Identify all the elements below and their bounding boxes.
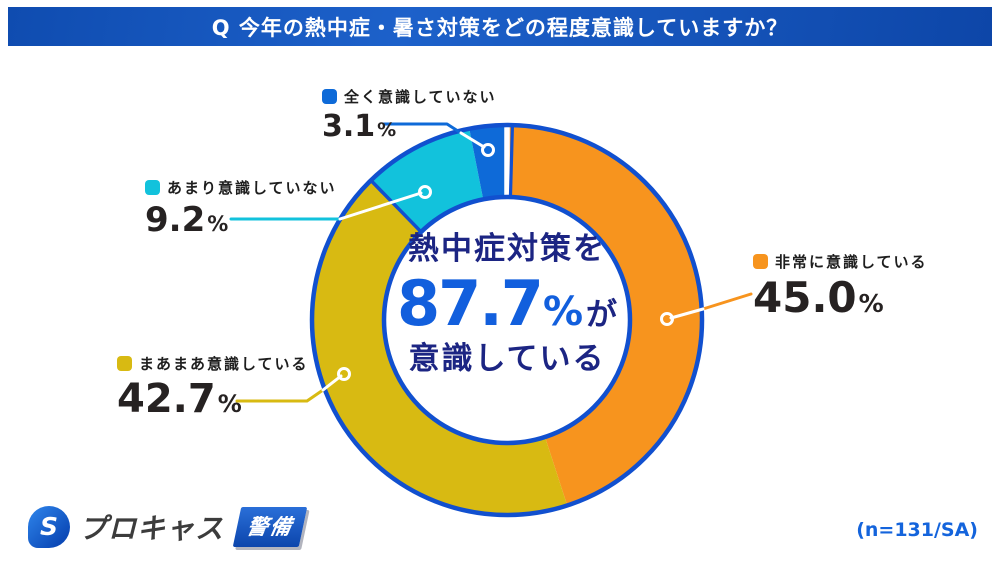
headline-line3: 意識している bbox=[408, 341, 606, 377]
sample-size-note: (n=131/SA) bbox=[856, 519, 978, 541]
headline-line1: 熱中症対策を bbox=[408, 231, 606, 267]
callout-label: 非常に意識している bbox=[775, 253, 928, 271]
question-title: Q 今年の熱中症・暑さ対策をどの程度意識していますか？ bbox=[211, 15, 789, 40]
brand-logo: S プロキャス 警備 bbox=[28, 504, 308, 550]
callout-label: あまり意識していない bbox=[167, 179, 337, 197]
callout-label: 全く意識していない bbox=[344, 88, 497, 106]
callout-label: まあまあ意識している bbox=[139, 355, 309, 373]
logo-brand-name: プロキャス bbox=[79, 512, 225, 545]
headline-line2: 87.7 % が bbox=[347, 273, 667, 335]
callout-value: 9.2% bbox=[145, 200, 229, 240]
callout-value: 45.0% bbox=[753, 273, 884, 322]
callout-value: 3.1% bbox=[322, 109, 397, 144]
headline-percent-sign: % bbox=[542, 289, 584, 335]
legend-swatch-yellow bbox=[117, 356, 132, 371]
legend-swatch-orange bbox=[753, 254, 768, 269]
callout-somewhat-aware: まあまあ意識している 42.7% bbox=[117, 353, 309, 419]
legend-swatch-blue bbox=[322, 89, 337, 104]
logo-badge: 警備 bbox=[232, 507, 308, 547]
callout-not-aware: 全く意識していない 3.1% bbox=[322, 86, 497, 142]
logo-bubble-icon: S bbox=[28, 506, 70, 548]
legend-swatch-cyan bbox=[145, 180, 160, 195]
callout-value: 42.7% bbox=[117, 376, 242, 422]
headline-percentage: 87.7 bbox=[396, 267, 544, 340]
donut-center-headline: 熱中症対策を 87.7 % が 意識している bbox=[347, 234, 667, 375]
callout-not-very-aware: あまり意識していない 9.2% bbox=[145, 177, 337, 237]
headline-suffix: が bbox=[586, 297, 618, 333]
callout-very-aware: 非常に意識している 45.0% bbox=[753, 251, 928, 319]
question-bar: Q 今年の熱中症・暑さ対策をどの程度意識していますか？ bbox=[8, 7, 992, 46]
